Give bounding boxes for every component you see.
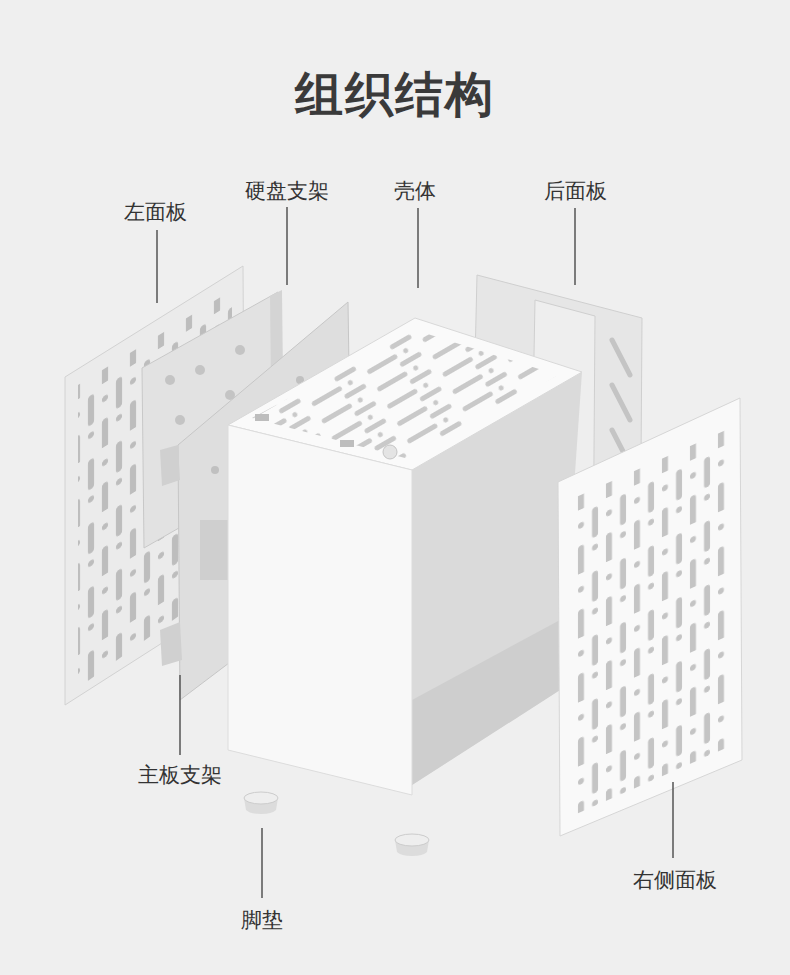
title: 组织结构 [295,63,495,127]
part-label: 后面板 [544,177,607,205]
part-label: 左面板 [124,198,187,226]
leader-lines [157,207,673,898]
part-label: 主板支架 [138,761,222,789]
part-label: 硬盘支架 [245,177,329,205]
right-panel [558,398,742,836]
part-label: 右侧面板 [633,866,717,894]
part-label: 脚垫 [241,906,283,934]
feet [244,792,429,856]
shell [228,318,582,795]
part-label: 壳体 [394,177,436,205]
